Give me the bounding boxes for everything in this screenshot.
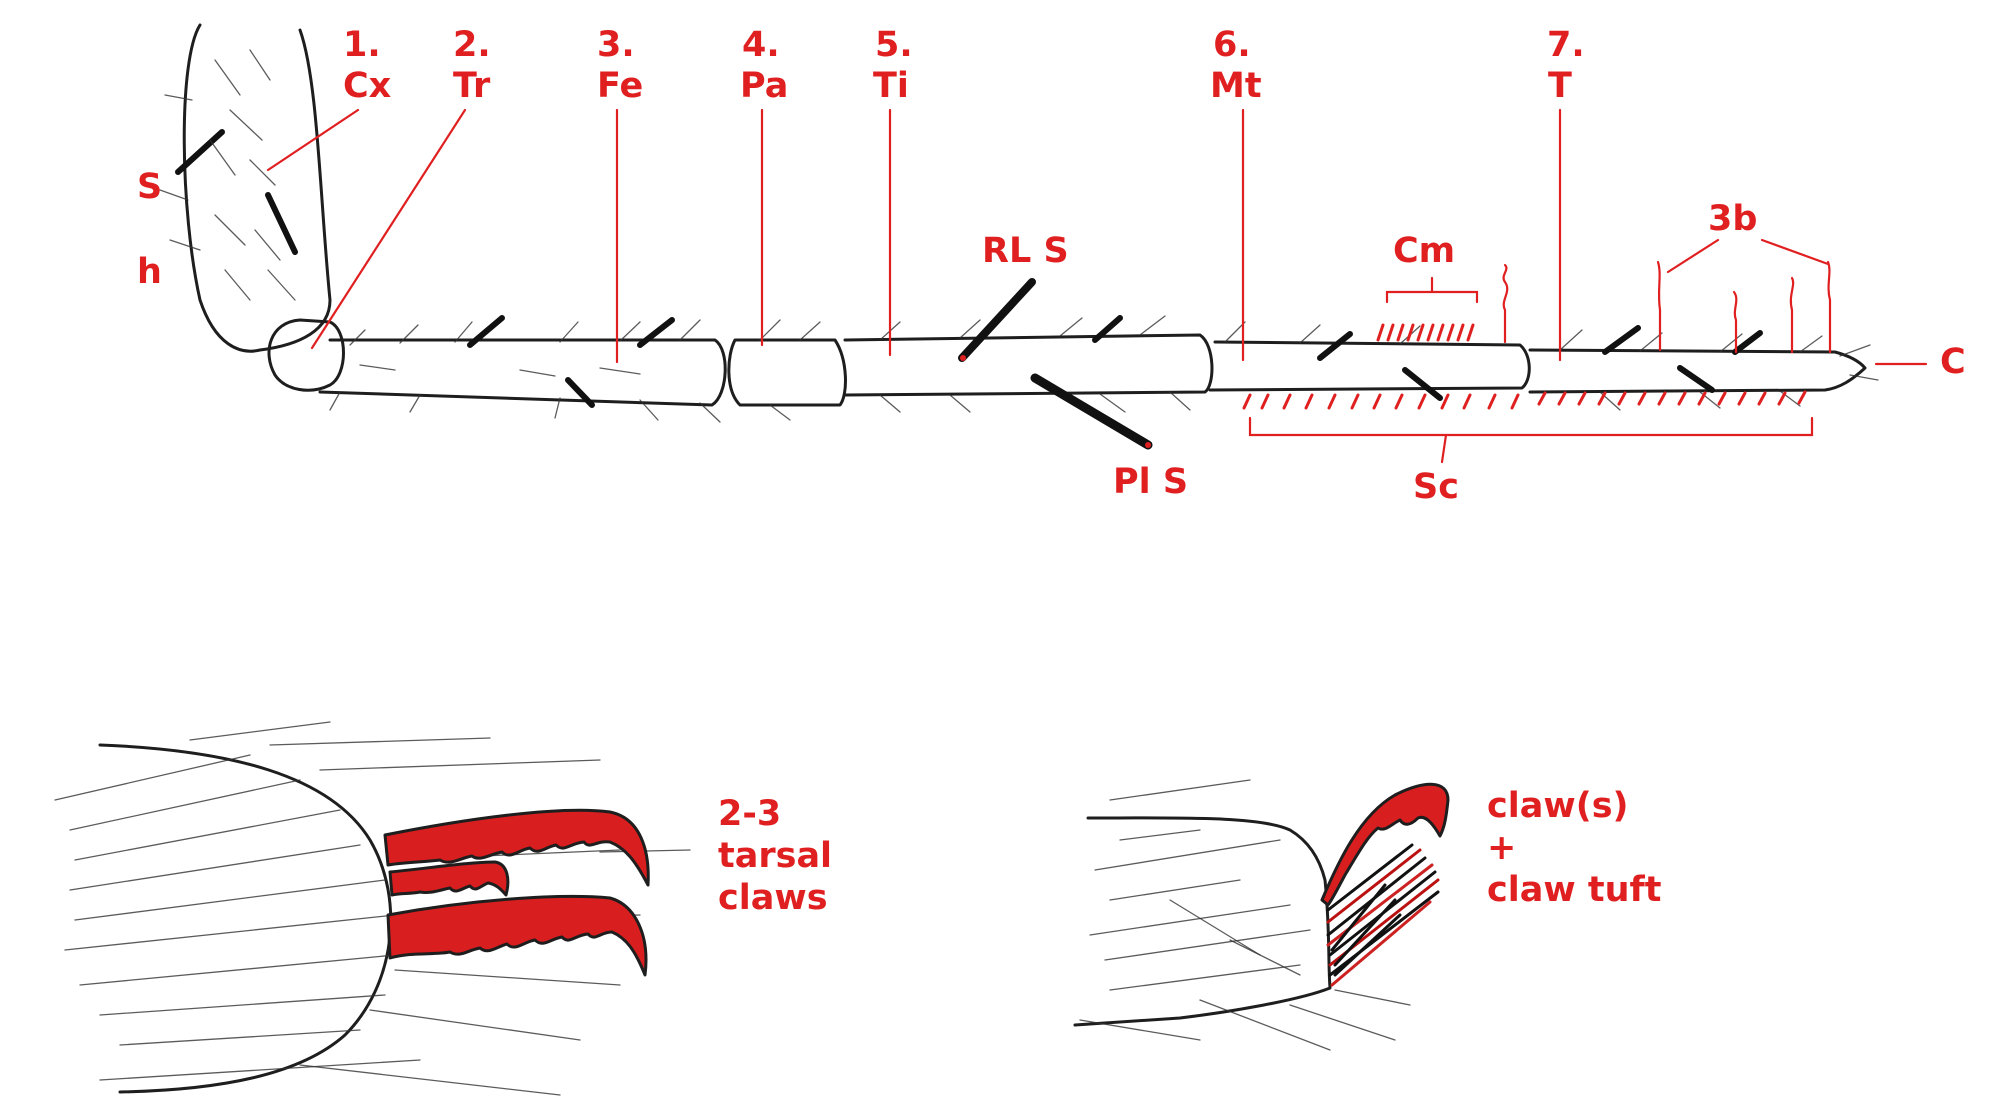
trochanter-shape <box>267 318 345 392</box>
coxa-shape <box>175 23 332 353</box>
segment-cx-number: 1. <box>343 25 381 65</box>
upper-tarsal-claw <box>383 808 650 887</box>
tarsus-tip-hairs <box>54 721 691 1096</box>
leader-cx <box>266 108 360 172</box>
segment-fe-number: 3. <box>597 25 635 65</box>
caption-claw-tuft: claw tuft <box>1487 870 1662 910</box>
three-b-leaders <box>1666 238 1830 274</box>
tarsal-claws-caption: 2-3 tarsal claws <box>718 794 832 918</box>
segment-cx-abbr: Cx <box>343 66 392 106</box>
segment-t-abbr: T <box>1548 66 1572 106</box>
caption-claws-plural: claw(s) <box>1487 786 1629 826</box>
segment-labels: 1. Cx 2. Tr 3. Fe 4. Pa 5. Ti 6. Mt 7. T <box>343 25 1585 106</box>
segment-fe-abbr: Fe <box>597 66 643 106</box>
claw-tuft-caption: claw(s) + claw tuft <box>1487 786 1662 910</box>
caption-claws: claws <box>718 878 828 918</box>
tarsal-claws-detail <box>54 721 691 1096</box>
claw-tuft-tarsus-outline <box>1073 816 1332 1027</box>
segment-pa-number: 4. <box>742 25 780 65</box>
label-pl-s: Pl S <box>1113 462 1188 502</box>
leg-drawing <box>159 23 1879 450</box>
claw-tuft-setae <box>1326 843 1440 987</box>
segment-ti-number: 5. <box>875 25 913 65</box>
structure-labels: S h RL S Pl S Cm 3b C Sc <box>137 167 1966 507</box>
cm-bracket <box>1385 276 1479 304</box>
coxa-hairs <box>159 49 296 301</box>
label-rl-s: RL S <box>982 231 1069 271</box>
segment-ti-abbr: Ti <box>873 66 909 106</box>
femur-shape <box>318 338 727 407</box>
leg-spines <box>467 315 1763 408</box>
segment-leader-lines <box>266 108 1562 364</box>
label-sc: Sc <box>1413 467 1459 507</box>
segment-tr-abbr: Tr <box>453 66 491 106</box>
claw-tuft-claw <box>1320 782 1450 907</box>
segment-tr-number: 2. <box>453 25 491 65</box>
claw-tuft-tarsus-hairs <box>1079 779 1411 1051</box>
prolateral-spine <box>1030 373 1153 450</box>
segment-pa-abbr: Pa <box>740 66 788 106</box>
retrolateral-spine <box>958 278 1036 362</box>
caption-2-3: 2-3 <box>718 794 781 834</box>
sc-bracket <box>1248 416 1814 464</box>
claw-tuft-detail <box>1073 779 1450 1051</box>
caption-plus: + <box>1487 828 1516 868</box>
leg-hairs <box>329 315 1879 423</box>
tibia-shape <box>843 333 1214 397</box>
tarsus-tip-outline <box>98 743 393 1094</box>
metatarsus-shape <box>1208 340 1531 392</box>
retrolateral-spine-tip <box>960 355 966 361</box>
label-s: S <box>137 167 162 207</box>
label-h: h <box>137 252 162 292</box>
scopula-hairs <box>1242 390 1807 410</box>
lower-tarsal-claw <box>386 894 648 977</box>
label-c: C <box>1940 342 1966 382</box>
caption-tarsal: tarsal <box>718 836 832 876</box>
segment-t-number: 7. <box>1547 25 1585 65</box>
prolateral-spine-tip <box>1145 442 1151 448</box>
patella-shape <box>727 338 847 407</box>
trichobothria <box>1502 260 1832 354</box>
label-3b: 3b <box>1708 199 1757 239</box>
middle-tarsal-claw <box>388 860 510 897</box>
leader-tr <box>310 108 467 350</box>
label-cm: Cm <box>1393 231 1455 271</box>
calamistrum-comb <box>1376 323 1475 342</box>
tarsus-shape <box>1528 348 1867 394</box>
segment-mt-abbr: Mt <box>1210 66 1262 106</box>
segment-mt-number: 6. <box>1213 25 1251 65</box>
